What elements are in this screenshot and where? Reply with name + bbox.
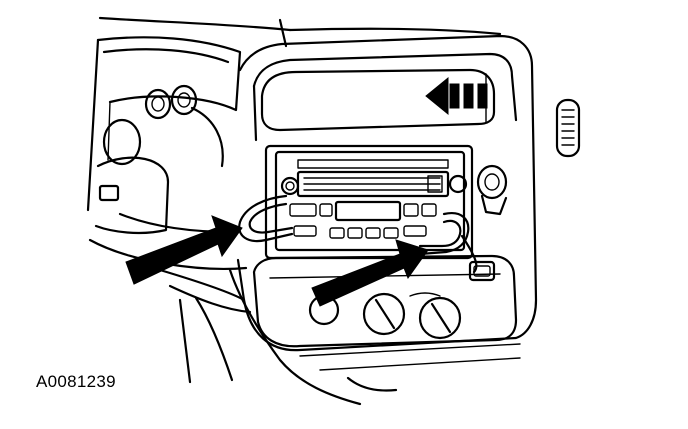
radio-display — [334, 200, 402, 222]
instrument-cluster — [86, 36, 248, 270]
mode-dial — [418, 296, 462, 340]
removal-tool-right — [418, 212, 478, 274]
tune-knob — [448, 174, 468, 194]
figure-id-label: A0081239 — [36, 372, 116, 391]
removal-tool-left — [238, 194, 294, 243]
radio-unit — [264, 144, 474, 260]
volume-knob — [280, 176, 300, 196]
climate-panel — [252, 254, 518, 348]
switch-left — [98, 184, 120, 202]
insert-arrow-left — [125, 215, 243, 285]
side-vent — [555, 98, 581, 158]
rear-defrost-button — [468, 260, 496, 282]
center-bezel — [236, 34, 538, 352]
cd-slot — [297, 159, 449, 169]
temp-dial-partial — [308, 294, 340, 326]
upper-pocket — [260, 68, 496, 132]
gauge-left — [102, 118, 142, 166]
gauge-small-2 — [170, 84, 198, 116]
power-point — [476, 164, 508, 216]
fan-dial — [362, 292, 406, 336]
gauge-small-1 — [144, 88, 172, 120]
push-direction-arrow — [425, 76, 488, 116]
lower-dash — [158, 268, 521, 406]
dash-top — [98, 16, 502, 48]
